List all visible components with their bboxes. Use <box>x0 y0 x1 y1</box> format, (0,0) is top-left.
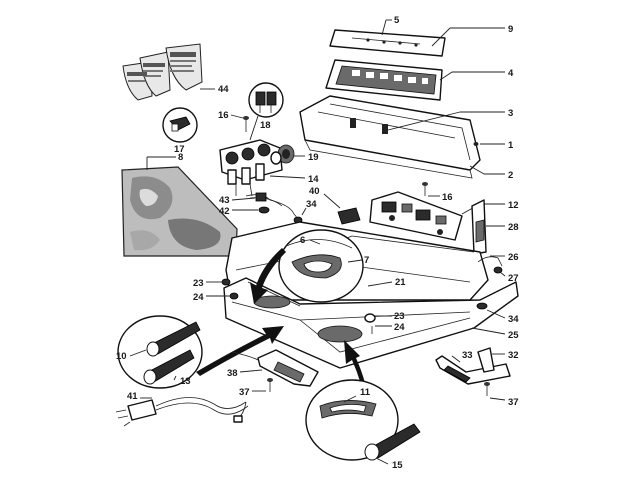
callout-12: 12 <box>508 200 519 211</box>
callout-5: 5 <box>394 15 400 26</box>
part-11-15-hinge-detail <box>305 379 421 461</box>
leader-6 <box>309 239 321 245</box>
part-3-console-housing <box>299 95 481 179</box>
callout-41: 41 <box>127 391 138 402</box>
callout-37a: 37 <box>239 387 250 398</box>
callout-43: 43 <box>219 195 230 206</box>
callout-32: 32 <box>508 350 519 361</box>
callout-34a: 34 <box>306 199 317 210</box>
part-16-screw-right <box>422 182 428 196</box>
callout-23a: 23 <box>193 278 204 289</box>
part-17-bracket <box>162 107 198 143</box>
callout-28: 28 <box>508 222 519 233</box>
callout-15: 15 <box>392 460 403 471</box>
part-41-power-cord <box>115 397 249 427</box>
leader-15 <box>375 457 389 465</box>
part-18-connector <box>248 82 284 118</box>
callout-16a: 16 <box>218 110 229 121</box>
callout-21: 21 <box>395 277 406 288</box>
callout-18: 18 <box>260 120 271 131</box>
callout-24b: 24 <box>394 322 405 333</box>
leader-16a <box>230 114 244 119</box>
leader-2-a <box>469 165 485 175</box>
part-37-screw-right <box>484 382 490 396</box>
part-34-clip-lower <box>476 302 488 310</box>
callout-13: 13 <box>180 376 191 387</box>
part-23-left <box>221 278 231 286</box>
part-26-27-clip <box>477 256 503 274</box>
part-10-13-inlet-hoses <box>117 315 203 389</box>
part-38-pump <box>231 349 319 387</box>
leader-40 <box>323 193 341 209</box>
callout-6: 6 <box>300 235 305 246</box>
part-32-33-drain-fitting <box>435 347 511 385</box>
leader-10 <box>129 349 147 357</box>
part-37-screw-left <box>267 378 273 392</box>
callout-1: 1 <box>508 140 514 151</box>
leader-4-a <box>439 71 453 81</box>
leader-37b <box>489 397 506 401</box>
part-4-control-panel <box>325 59 443 101</box>
callout-7: 7 <box>364 255 369 266</box>
callout-40: 40 <box>309 186 320 197</box>
callout-2: 2 <box>508 170 513 181</box>
callout-10: 10 <box>116 351 127 362</box>
part-16-screw-left <box>243 116 249 132</box>
leader-9-a <box>431 27 451 47</box>
leader-7 <box>347 259 363 263</box>
leader-5-a <box>381 19 387 36</box>
callout-17: 17 <box>174 144 185 155</box>
callout-8: 8 <box>178 152 183 163</box>
part-6-7-lid-detail <box>278 229 364 303</box>
callout-37b: 37 <box>508 397 519 408</box>
part-14-water-valve <box>219 139 283 197</box>
leader-27 <box>499 271 506 277</box>
callout-25: 25 <box>508 330 519 341</box>
callout-38: 38 <box>227 368 238 379</box>
part-28-bracket <box>471 199 487 255</box>
leader-18-pointer <box>249 115 259 141</box>
part-40-switch <box>337 207 361 225</box>
leader-43 <box>231 197 256 201</box>
callout-3: 3 <box>508 108 513 119</box>
callout-33: 33 <box>462 350 473 361</box>
callout-labels: 1 2 3 4 5 6 7 8 9 10 11 12 13 14 15 16 1… <box>116 15 519 471</box>
callout-24a: 24 <box>193 292 204 303</box>
leader-11 <box>343 395 357 403</box>
leader-34b <box>486 309 506 319</box>
leader-33 <box>451 355 461 363</box>
callout-34b: 34 <box>508 314 519 325</box>
leader-25 <box>471 327 506 335</box>
part-19-filter <box>270 144 295 165</box>
callout-9: 9 <box>508 24 513 35</box>
callout-19: 19 <box>308 152 319 163</box>
leader-3-a <box>387 111 461 131</box>
callout-26: 26 <box>508 252 519 263</box>
leader-21 <box>367 281 393 287</box>
part-8-photo-inset <box>121 166 238 257</box>
part-12-pcb <box>369 191 463 241</box>
callout-11: 11 <box>360 387 371 398</box>
part-23-right <box>364 313 376 323</box>
leader-34a <box>301 207 307 216</box>
callout-27: 27 <box>508 273 519 284</box>
callout-23b: 23 <box>394 311 405 322</box>
callout-16b: 16 <box>442 192 453 203</box>
part-24-left <box>229 292 239 300</box>
part-42-plug <box>258 206 270 214</box>
callout-4: 4 <box>508 68 514 79</box>
part-25-cabinet-frame <box>223 277 519 369</box>
part-44-warning-labels <box>122 43 203 101</box>
callout-14: 14 <box>308 174 319 185</box>
callout-44: 44 <box>218 84 229 95</box>
callout-42: 42 <box>219 206 230 217</box>
leader-14 <box>269 175 306 179</box>
part-5-trim-strip <box>329 29 446 57</box>
leader-13 <box>173 375 177 381</box>
leader-38 <box>239 369 263 373</box>
